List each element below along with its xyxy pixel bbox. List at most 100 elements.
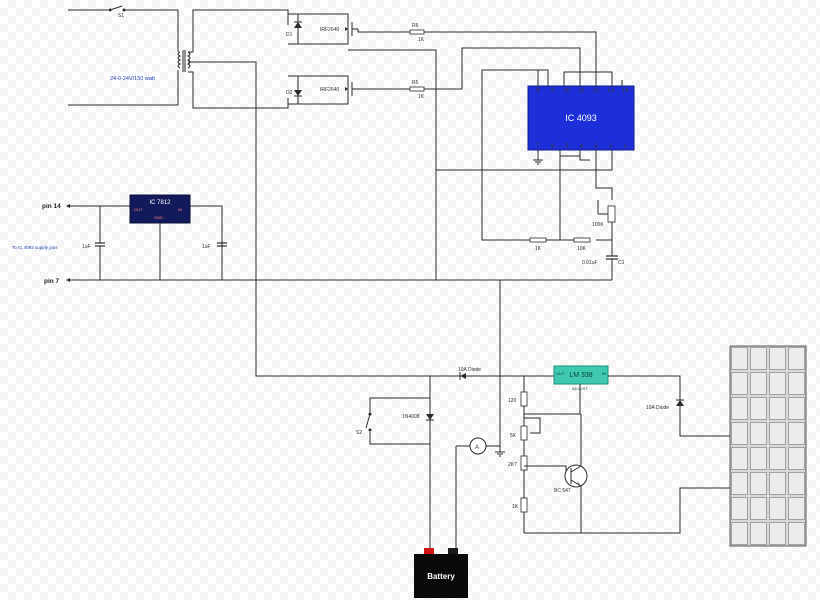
ic-4093-pin: 6 [551, 144, 555, 150]
ic-4093 [527, 85, 635, 151]
ic-feedback-wire [481, 69, 538, 241]
c1-value: 0.01uF [582, 260, 598, 266]
s2-bottom-wire [369, 432, 430, 445]
bc547-transistor [564, 464, 588, 488]
d2-bottom-wire [288, 98, 349, 105]
lm338-label: LM 338 [569, 372, 592, 379]
r-1k-low-label: 1K [535, 246, 542, 252]
r-10k-low-label: 10K [577, 246, 587, 252]
d1-top-wire [288, 13, 349, 20]
mosfet-bottom-label: IRF2640 [320, 87, 339, 93]
transformer-label: 24-0-24V/150 watt [110, 76, 155, 82]
lm338 [553, 365, 609, 385]
zener-diode [426, 414, 434, 421]
zener-label: 1N4008 [402, 414, 420, 420]
gate-top-wire [357, 29, 410, 33]
solar-cell [750, 472, 767, 495]
ic-pins-8-9-wire [537, 69, 549, 86]
solar-cell [788, 497, 805, 520]
cap-left-label: 1uF [82, 244, 91, 250]
solar-cell [769, 497, 786, 520]
ic-4093-pin: 13 [607, 88, 614, 94]
ic-4093-pin: 10 [564, 88, 571, 94]
solar-cell [769, 347, 786, 370]
solar-cell [750, 397, 767, 420]
secondary-bottom-wire [188, 71, 289, 109]
transistor-base-wire [524, 465, 567, 476]
solar-cell [731, 472, 748, 495]
r-2k7-label: 2K7 [508, 462, 517, 468]
reg-in-wire [190, 205, 223, 280]
solar-cell [788, 422, 805, 445]
r6-to-ic-wire [424, 31, 597, 86]
solar-neg-wire [524, 487, 730, 534]
s1-switch[interactable] [68, 5, 178, 12]
solar-cell [731, 422, 748, 445]
mosfet-top [345, 20, 358, 38]
charge-diode [459, 372, 466, 380]
ic-4093-pin: 4 [580, 144, 584, 150]
pot-5k-label: 5K [510, 433, 517, 439]
r6-value: 1K [418, 37, 425, 43]
ic-4093-pin: 1 [623, 144, 627, 150]
battery [414, 554, 468, 598]
solar-cell [750, 522, 767, 545]
solar-cell [788, 522, 805, 545]
lm338-adj-wire [524, 384, 581, 415]
solar-cell [788, 372, 805, 395]
solar-cell [750, 497, 767, 520]
d2-top-wire [288, 75, 349, 80]
ic-7812-label: IC 7812 [149, 200, 171, 206]
source-bus-wire [348, 49, 437, 170]
r5-label: R5 [412, 80, 419, 86]
d1-label: D1 [286, 32, 293, 38]
solar-cell [731, 372, 748, 395]
solar-cell [769, 522, 786, 545]
pot-100k[interactable] [607, 205, 616, 223]
ic-4093-pin: 2 [609, 144, 613, 150]
pin7-label: pin 7 [44, 278, 60, 285]
solar-cell [731, 397, 748, 420]
mosfet-top-label: IRF2640 [320, 27, 339, 33]
r6-label: R6 [412, 23, 419, 29]
solar-cell [750, 422, 767, 445]
s2-switch[interactable] [365, 412, 372, 432]
ic-4093-label: IC 4093 [565, 113, 597, 123]
lm338-in: IN [602, 371, 606, 376]
solar-cell [731, 347, 748, 370]
ic-4093-pin: 12 [593, 88, 600, 94]
solar-pos-wire [679, 406, 730, 437]
r5-to-ic-wire [424, 47, 581, 90]
solar-cell [788, 472, 805, 495]
solar-cell [750, 447, 767, 470]
ic-4093-pin: 14 [622, 88, 629, 94]
pot-5k[interactable] [520, 425, 528, 441]
ic-4093-pin: 11 [578, 88, 585, 94]
battery-positive-terminal [424, 548, 434, 554]
pin14-label: pin 14 [42, 203, 61, 210]
solar-cell [769, 472, 786, 495]
ic-4093-pin: 3 [594, 144, 598, 150]
supply-note: To IC 4093 supply pins [12, 245, 58, 250]
s2-top-wire [369, 397, 430, 412]
c1-label: C1 [618, 260, 625, 266]
lm338-in-wire [608, 375, 681, 404]
r-2k7 [520, 455, 528, 471]
bc547-label: BC 547 [554, 488, 571, 494]
pot-label: 100K [592, 222, 604, 228]
solar-cell [750, 372, 767, 395]
r-1k-bottom [520, 497, 528, 513]
battery-label: Battery [427, 572, 455, 581]
cap-left [95, 206, 105, 280]
solar-cell [731, 522, 748, 545]
d2-label: D2 [286, 90, 293, 96]
c1-capacitor [606, 240, 618, 280]
cap-right-label: 1uF [202, 244, 211, 250]
ic-4093-pin: 5 [565, 144, 569, 150]
solar-cell [769, 372, 786, 395]
pin7-arrow [66, 278, 70, 282]
